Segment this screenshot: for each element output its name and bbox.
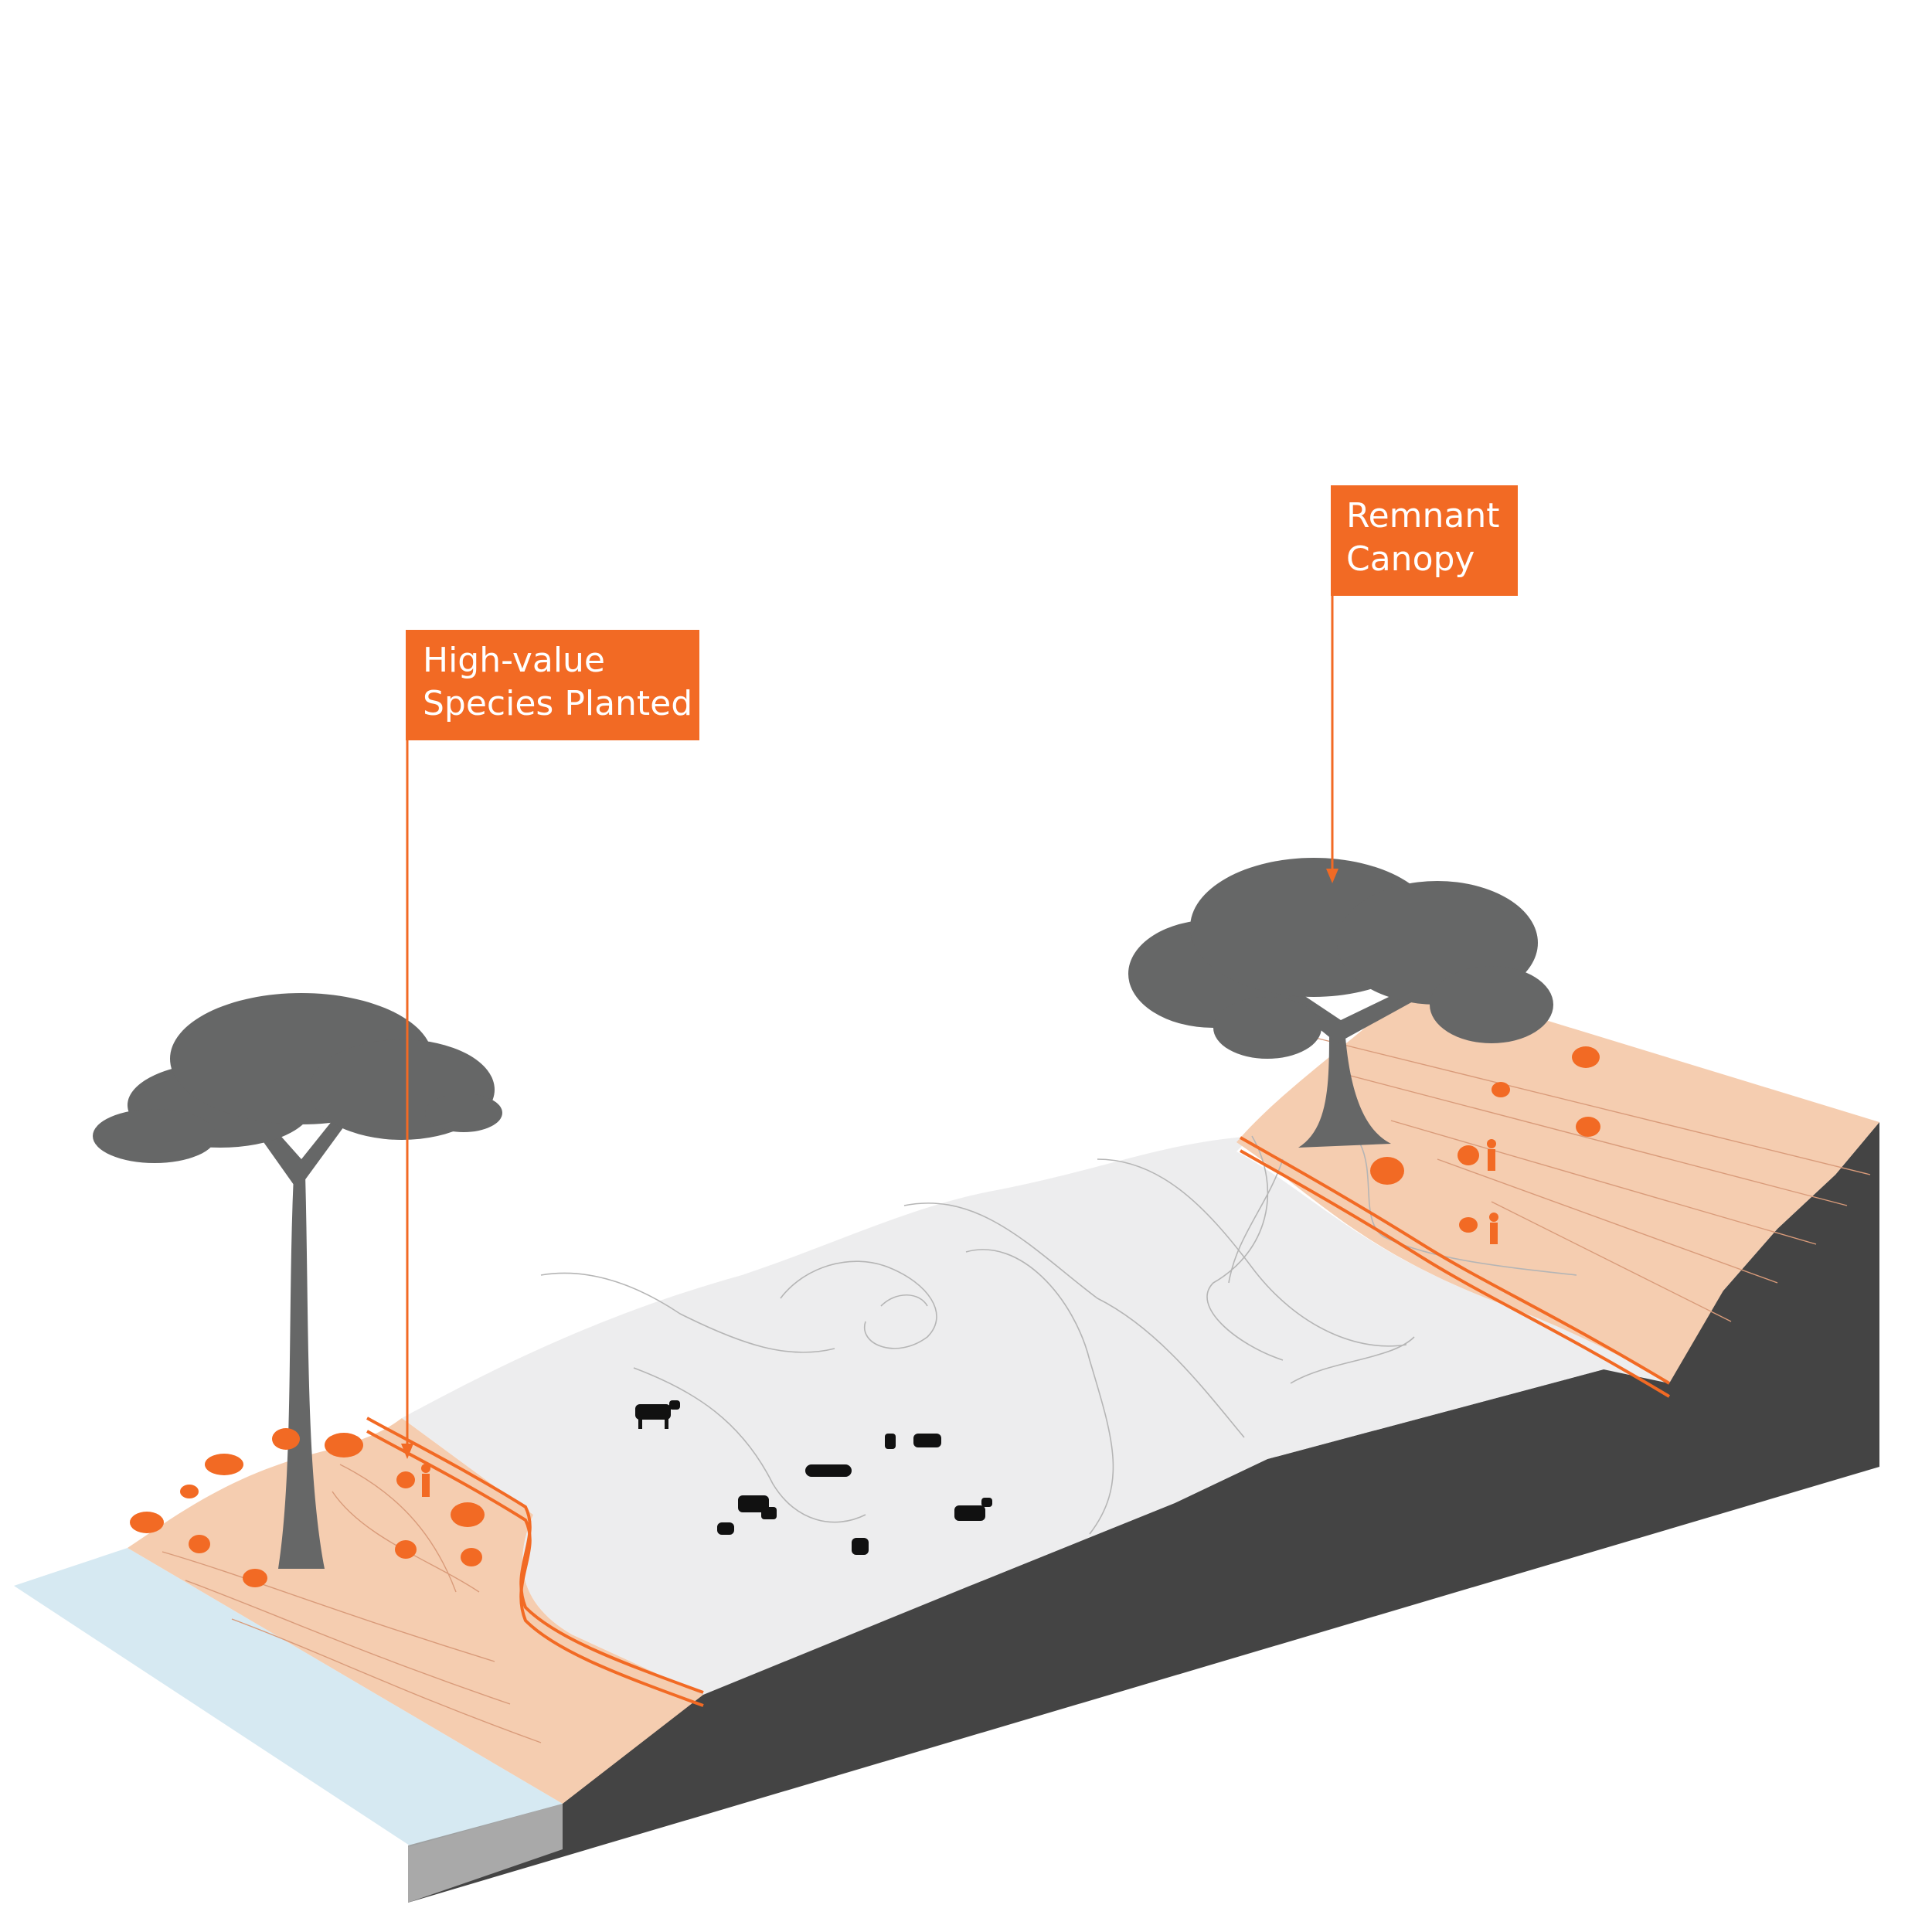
callout-remnant-canopy: Remnant Canopy: [1331, 485, 1518, 596]
soil-cross-section: [408, 1122, 1879, 1903]
callout-high-value-species: High-value Species Planted: [406, 630, 699, 740]
contour-lines: [540, 1135, 1577, 1535]
cow-icon-group: [635, 1400, 992, 1555]
callout-high-value-line2: Species Planted: [423, 684, 693, 723]
callout-leader-lines: [401, 596, 1338, 1459]
sapling-icons-left: [130, 1428, 485, 1587]
callout-remnant-line2: Canopy: [1346, 539, 1475, 579]
pasture: [402, 1136, 1669, 1695]
fence-left: [366, 1417, 704, 1707]
remnant-canopy-tree-icon: [1128, 858, 1553, 1148]
sapling-icons-right: [1370, 1046, 1600, 1233]
planted-zone-right: [1236, 973, 1879, 1383]
cross-section-base: [408, 1804, 563, 1903]
fence-right: [1240, 1136, 1671, 1398]
callout-high-value-line1: High-value: [423, 641, 606, 680]
tree-silhouette-icon: [93, 993, 502, 1569]
worker-person-icons: [1487, 1139, 1498, 1244]
planted-zone-contours: [162, 1035, 1871, 1743]
callout-remnant-line1: Remnant: [1346, 496, 1500, 536]
person-icon: [421, 1464, 430, 1497]
planted-zone-left: [128, 1418, 703, 1804]
